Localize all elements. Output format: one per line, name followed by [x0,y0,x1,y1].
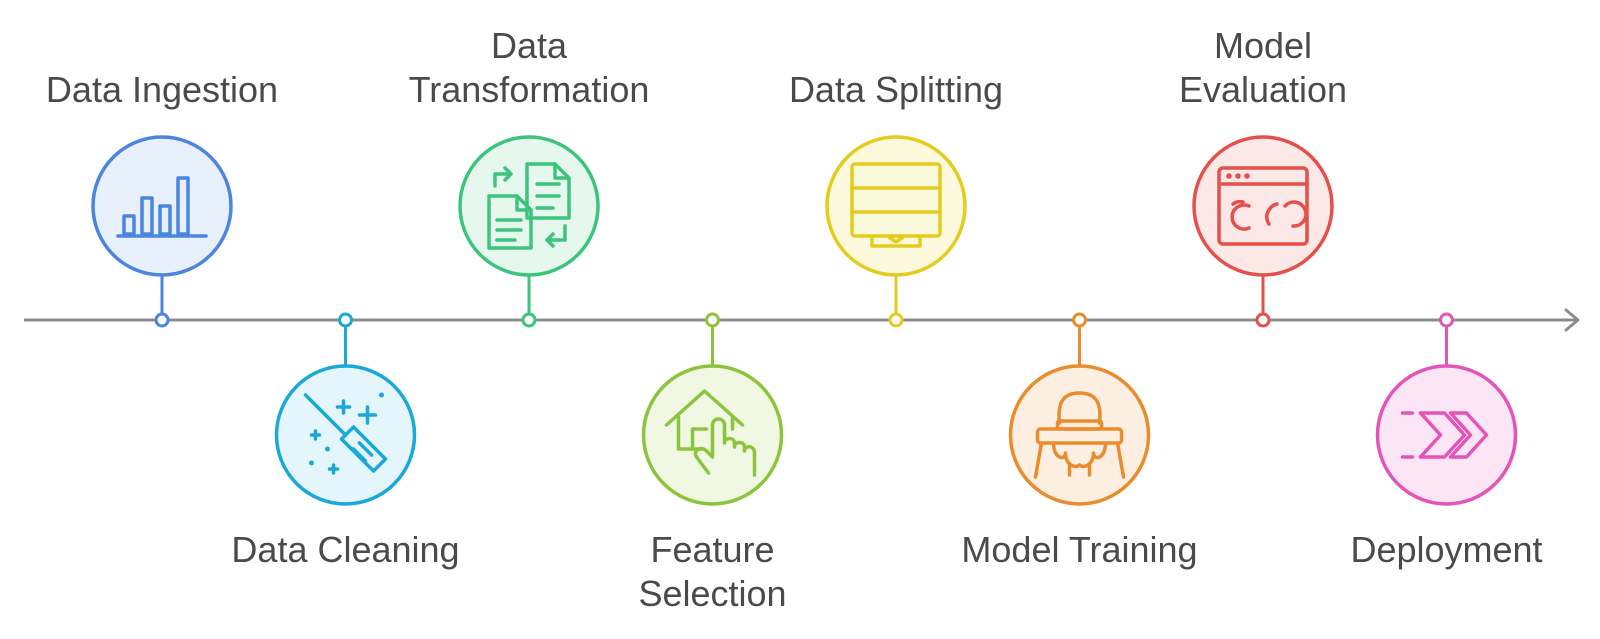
step-circle [1008,364,1151,506]
desk-chair-icon [1033,391,1126,479]
step-label-line: Data Cleaning [231,529,460,570]
step-data-transformation [458,135,600,328]
step-label-line: Evaluation [1178,69,1348,110]
step-model-training [1008,312,1151,506]
timeline-node [521,312,537,328]
step-label-line: Model Training [961,529,1198,570]
step-data-splitting [825,135,967,328]
step-label-model-training: Model Training [930,528,1230,572]
step-circle [825,135,967,277]
step-model-evaluation [1192,135,1334,328]
timeline-node [1072,312,1087,328]
timeline-node [705,312,720,328]
step-label-line: Feature [650,529,775,570]
step-label-line: Data [490,25,568,66]
step-label-data-ingestion: Data Ingestion [12,68,312,112]
step-label-data-splitting: Data Splitting [746,68,1046,112]
fast-forward-icon [1400,411,1489,459]
step-label-line: Data Splitting [788,69,1004,110]
timeline-node [888,312,904,328]
step-label-line: Data Ingestion [45,69,279,110]
arrow-right-icon [1564,308,1580,332]
broom-sparkle-icon [303,392,388,475]
step-label-data-cleaning: Data Cleaning [196,528,496,572]
step-deployment [1375,312,1518,506]
timeline-node [338,312,353,328]
timeline-node [1255,312,1271,328]
timeline-node [1439,312,1454,328]
step-data-cleaning [274,312,417,506]
browser-window-icon [1217,166,1309,246]
step-circle [1375,364,1518,506]
step-label-deployment: Deployment [1297,528,1597,572]
step-label-line: Selection [638,573,787,614]
step-circle [1192,135,1334,277]
house-hand-icon [664,389,757,477]
step-label-line: Deployment [1350,529,1543,570]
bar-chart-icon [116,176,208,238]
step-label-line: Transformation [408,69,650,110]
document-swap-icon [487,162,571,250]
step-label-line: Model [1213,25,1313,66]
timeline-node [154,312,170,328]
step-feature-selection [641,312,784,506]
panel-split-icon [850,162,942,248]
step-data-ingestion [91,135,233,328]
